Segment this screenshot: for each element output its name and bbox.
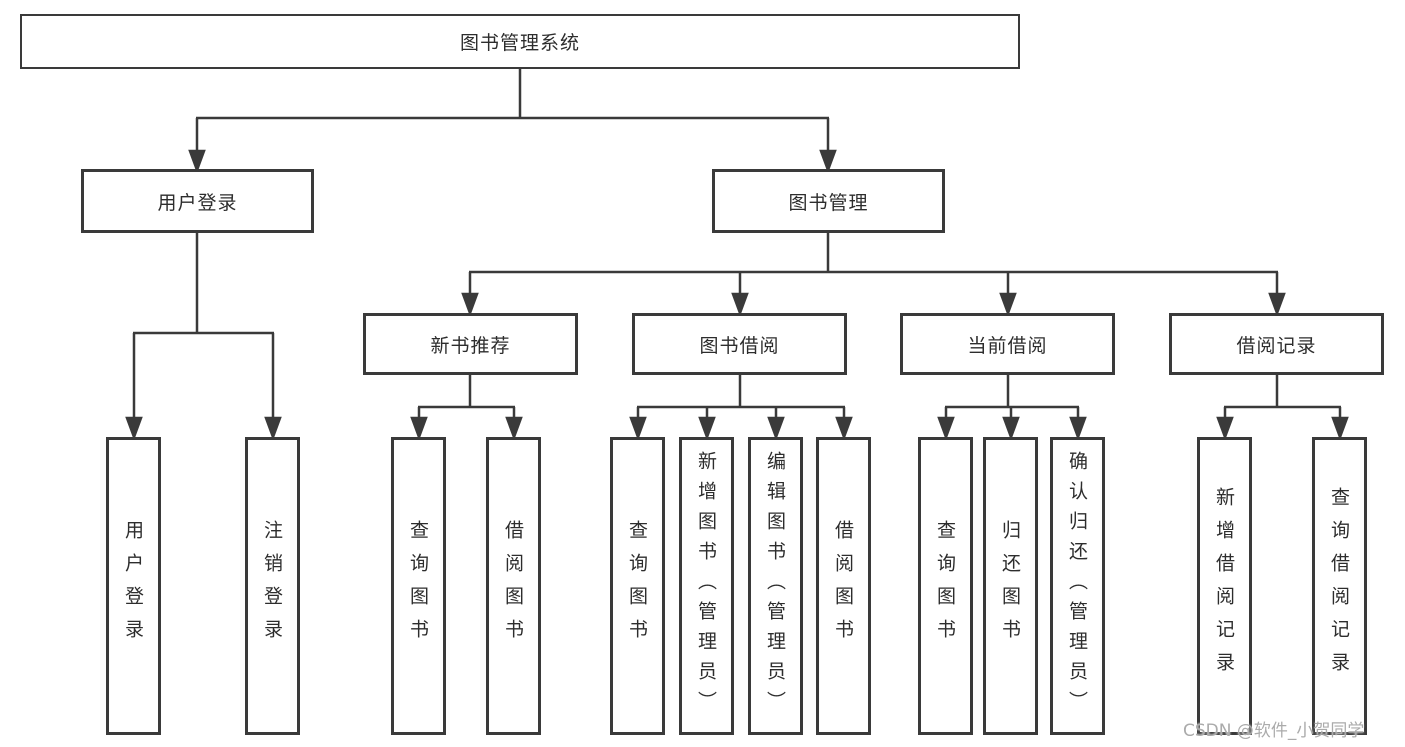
arrowhead <box>1002 416 1020 441</box>
arrowhead <box>999 292 1017 317</box>
arrowhead <box>1069 416 1087 441</box>
arrowhead <box>461 292 479 317</box>
node-user-login-module: 用户登录 <box>81 169 314 233</box>
arrowhead <box>1331 416 1349 441</box>
node-leaf-confirm-return-admin: 确认归还（管理员） <box>1050 437 1105 735</box>
arrowhead <box>835 416 853 441</box>
node-leaf-query-books-2: 查询图书 <box>610 437 665 735</box>
node-leaf-query-books-3: 查询图书 <box>918 437 973 735</box>
node-label: 新增图书（管理员） <box>695 451 717 721</box>
node-label: 新增借阅记录 <box>1213 487 1235 685</box>
node-label: 注销登录 <box>261 520 283 652</box>
arrowhead <box>188 149 206 174</box>
node-label: 新书推荐 <box>430 334 511 357</box>
node-label: 图书借阅 <box>699 334 780 357</box>
node-label: 当前借阅 <box>967 334 1048 357</box>
node-label: 借阅图书 <box>832 520 854 652</box>
arrowhead <box>937 416 955 441</box>
node-leaf-query-books-1: 查询图书 <box>391 437 446 735</box>
node-current-borrowing: 当前借阅 <box>900 313 1115 375</box>
arrowhead <box>698 416 716 441</box>
arrowhead <box>1268 292 1286 317</box>
node-leaf-return-books: 归还图书 <box>983 437 1038 735</box>
node-book-borrowing: 图书借阅 <box>632 313 847 375</box>
node-system-root: 图书管理系统 <box>20 14 1020 69</box>
node-label: 确认归还（管理员） <box>1066 451 1088 721</box>
node-leaf-user-login: 用户登录 <box>106 437 161 735</box>
arrowhead <box>264 416 282 441</box>
node-label: 图书管理系统 <box>459 32 580 54</box>
arrowhead <box>505 416 523 441</box>
node-label: 归还图书 <box>999 520 1021 652</box>
node-label: 查询借阅记录 <box>1328 487 1350 685</box>
node-label: 查询图书 <box>626 520 648 652</box>
node-borrowing-records: 借阅记录 <box>1169 313 1384 375</box>
node-label: 借阅图书 <box>502 520 524 652</box>
arrowhead <box>125 416 143 441</box>
node-label: 用户登录 <box>157 191 238 214</box>
node-leaf-add-borrow-record: 新增借阅记录 <box>1197 437 1252 735</box>
arrowhead <box>819 149 837 174</box>
csdn-watermark: CSDN @软件_小贺同学 <box>1183 721 1365 741</box>
arrowhead <box>1216 416 1234 441</box>
arrowhead <box>767 416 785 441</box>
node-leaf-query-borrow-record: 查询借阅记录 <box>1312 437 1367 735</box>
node-label: 查询图书 <box>934 520 956 652</box>
node-label: 编辑图书（管理员） <box>764 451 786 721</box>
arrowhead <box>410 416 428 441</box>
arrowhead <box>731 292 749 317</box>
node-leaf-borrow-books-2: 借阅图书 <box>816 437 871 735</box>
node-label: 借阅记录 <box>1236 334 1317 357</box>
node-book-management-module: 图书管理 <box>712 169 945 233</box>
node-leaf-add-books-admin: 新增图书（管理员） <box>679 437 734 735</box>
node-leaf-borrow-books-1: 借阅图书 <box>486 437 541 735</box>
node-leaf-edit-books-admin: 编辑图书（管理员） <box>748 437 803 735</box>
node-label: 图书管理 <box>788 191 869 214</box>
node-new-book-recommend: 新书推荐 <box>363 313 578 375</box>
arrowhead <box>629 416 647 441</box>
node-label: 查询图书 <box>407 520 429 652</box>
node-label: 用户登录 <box>122 520 144 652</box>
node-leaf-logout: 注销登录 <box>245 437 300 735</box>
